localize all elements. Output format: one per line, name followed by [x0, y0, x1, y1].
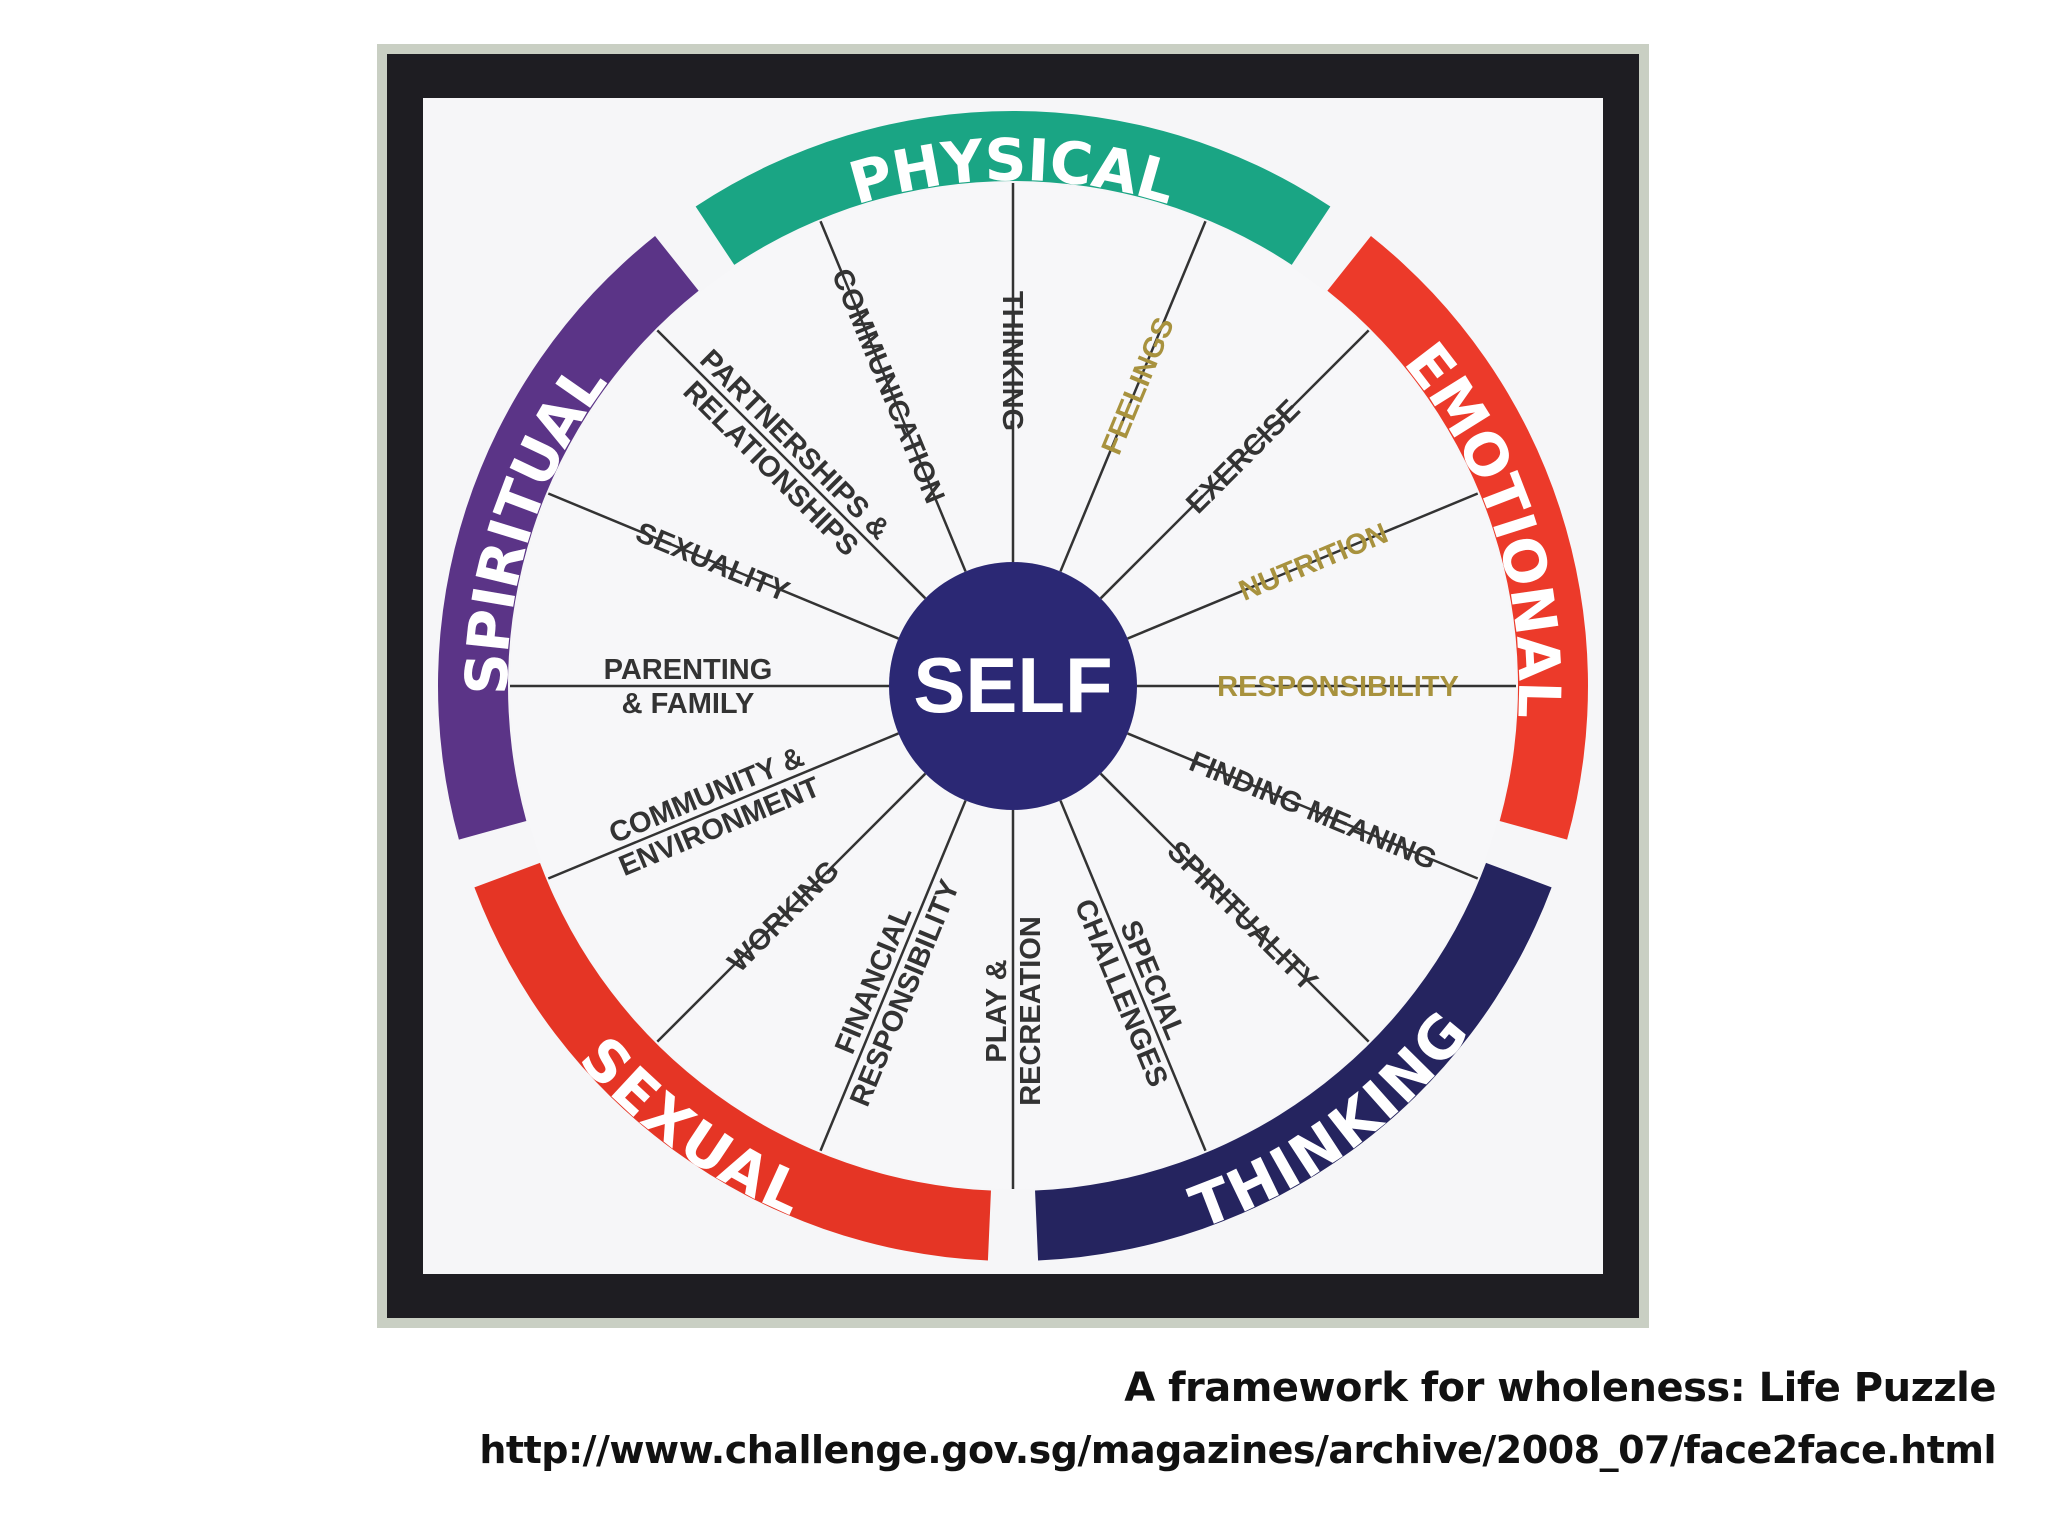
segment-label-parenting-and-family: PARENTING& FAMILY: [604, 654, 773, 720]
spoke-line: [547, 492, 899, 640]
spoke-line: [819, 800, 967, 1152]
segment-label-play-and-recreation: PLAY &RECREATION: [981, 916, 1047, 1106]
spoke-line: [1127, 492, 1479, 640]
segment-label-line: THINKING: [996, 291, 1028, 431]
ring-sector-physical: [695, 110, 1331, 265]
caption-url: http://www.challenge.gov.sg/magazines/ar…: [479, 1428, 1996, 1472]
spoke-line: [1059, 800, 1207, 1152]
self-center: SELF: [889, 562, 1137, 810]
spoke-line: [1127, 732, 1479, 880]
segment-label-thinking: THINKING: [996, 291, 1028, 431]
self-label: SELF: [913, 641, 1112, 729]
spoke-line: [547, 732, 899, 880]
self-circle: [889, 562, 1137, 810]
segment-label-line: RESPONSIBILITY: [1217, 671, 1459, 703]
spokes: [510, 183, 1516, 1189]
segment-label-line: PARENTING: [604, 654, 773, 686]
spoke-line: [819, 220, 967, 572]
life-puzzle-wheel: PHYSICALEMOTIONALTHINKINGSEXUALSPIRITUAL…: [438, 110, 1588, 1261]
ring-sector-sexual: [474, 862, 991, 1261]
spoke-line: [1099, 772, 1370, 1043]
segment-label-responsibility: RESPONSIBILITY: [1217, 671, 1459, 703]
segment-label-line: & FAMILY: [622, 688, 755, 720]
spoke-line: [656, 772, 927, 1043]
spoke-line: [1099, 329, 1370, 600]
segment-label-line: PLAY &: [981, 959, 1013, 1062]
caption-title: A framework for wholeness: Life Puzzle: [1124, 1365, 1996, 1411]
spoke-line: [656, 329, 927, 600]
ring-sector-emotional: [1327, 236, 1588, 840]
ring-sector-spiritual: [438, 236, 699, 840]
segment-label-line: RECREATION: [1015, 916, 1047, 1106]
ring-sector-thinking: [1035, 862, 1552, 1261]
spoke-line: [1059, 220, 1207, 572]
